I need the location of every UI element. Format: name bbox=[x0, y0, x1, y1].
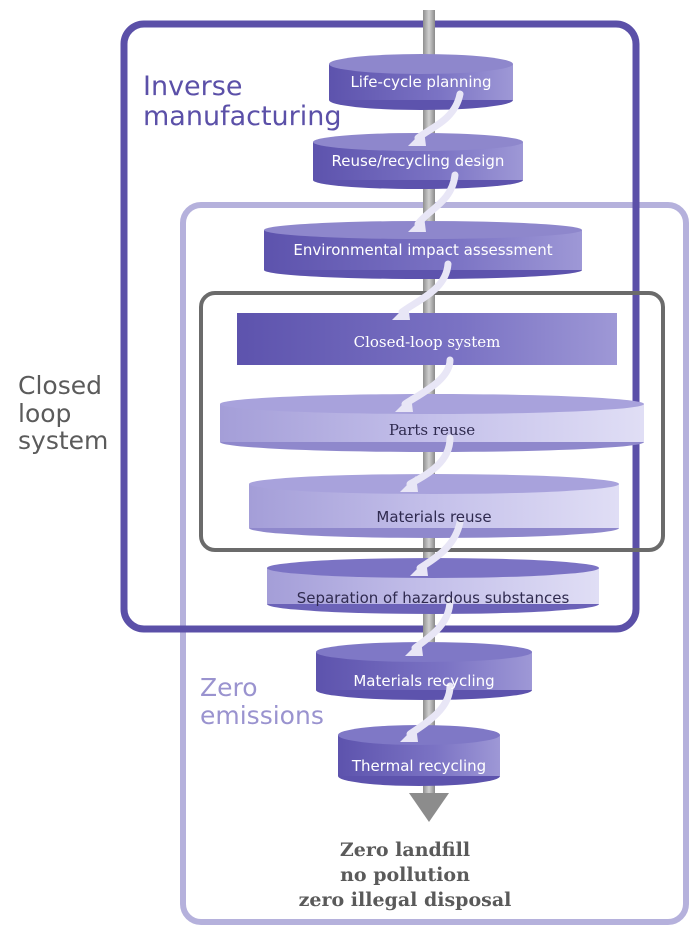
zero-emissions-label: Zero emissions bbox=[200, 674, 324, 729]
inverse-manufacturing-frame bbox=[120, 20, 640, 633]
zero-line-1: Zero bbox=[200, 673, 258, 702]
outcome-line: zero illegal disposal bbox=[298, 889, 512, 911]
outcome-line: no pollution bbox=[340, 864, 470, 886]
down-arrowhead bbox=[409, 793, 449, 822]
closed-line-2: loop bbox=[18, 398, 72, 428]
stage-label: Environmental impact assessment bbox=[293, 241, 553, 259]
inverse-line-1: Inverse bbox=[143, 71, 243, 102]
stage-label: Closed-loop system bbox=[353, 333, 501, 351]
stage-label: Separation of hazardous substances bbox=[296, 589, 570, 607]
flow-arrowhead bbox=[392, 130, 428, 742]
stage-disk bbox=[237, 313, 617, 365]
inverse-line-2: manufacturing bbox=[143, 100, 342, 132]
stage-disk bbox=[249, 474, 619, 538]
stage-disk bbox=[313, 133, 523, 189]
closed-line-1: Closed bbox=[18, 371, 102, 400]
stage-label: Materials reuse bbox=[376, 508, 492, 526]
zero-line-2: emissions bbox=[200, 700, 324, 730]
stage-label: Thermal recycling bbox=[351, 757, 487, 775]
stage-disk bbox=[267, 558, 599, 614]
closed-line-3: system bbox=[18, 426, 109, 455]
stage-label: Reuse/recycling design bbox=[331, 152, 505, 170]
stage-disk bbox=[316, 642, 532, 700]
stage-label: Parts reuse bbox=[388, 421, 476, 439]
stage-label: Life-cycle planning bbox=[350, 73, 492, 91]
stage-label: Materials recycling bbox=[353, 672, 495, 690]
stage-disk bbox=[329, 54, 513, 110]
outcome-line: Zero landfill bbox=[339, 839, 471, 861]
closed-loop-system-label: Closed loop system bbox=[18, 372, 108, 455]
stage-disk bbox=[338, 725, 500, 786]
stage-disk bbox=[220, 394, 644, 452]
outcomes: Zero landfill no pollution zero illegal … bbox=[255, 838, 555, 913]
inverse-manufacturing-label: Inverse manufacturing bbox=[143, 72, 342, 131]
